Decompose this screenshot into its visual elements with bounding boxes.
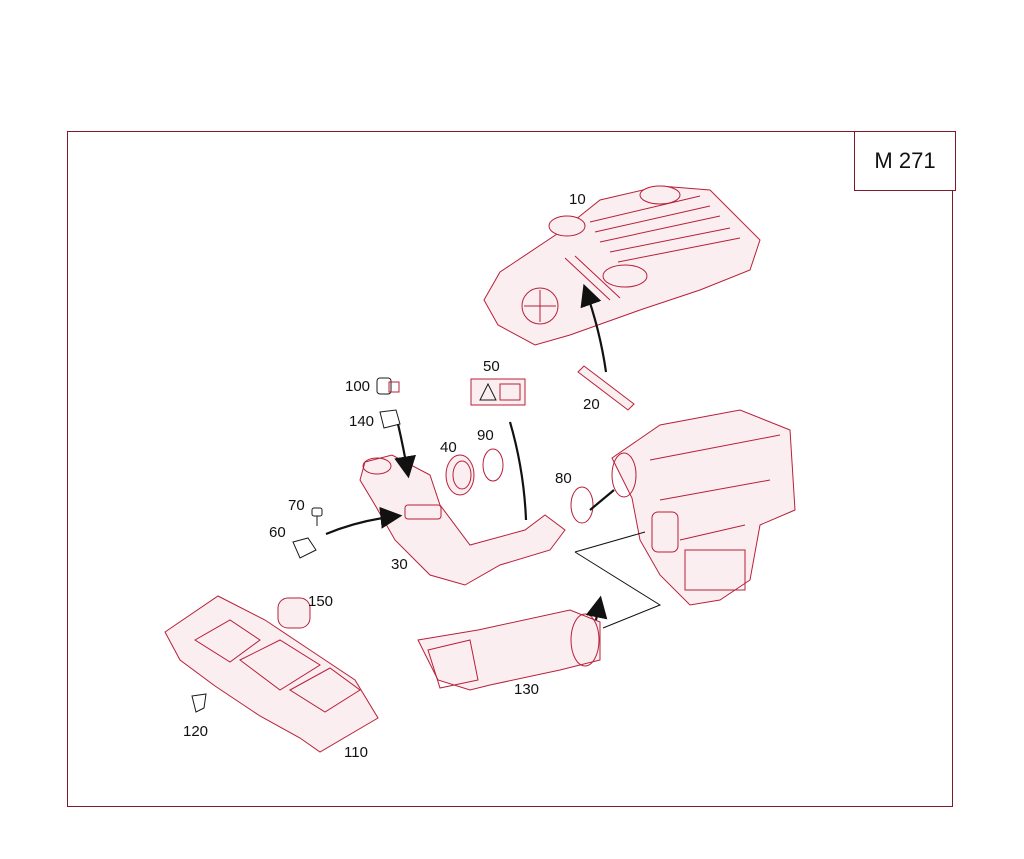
bolt-part-70 — [311, 507, 323, 526]
callout-90: 90 — [477, 427, 494, 444]
callout-100: 100 — [345, 378, 370, 395]
engine-cover-part-10 — [483, 185, 761, 346]
callout-110: 110 — [344, 744, 368, 761]
diagram-frame — [67, 131, 953, 807]
air-filter-housing — [611, 409, 796, 606]
callout-50: 50 — [483, 358, 500, 375]
warning-label-part-50 — [470, 378, 526, 406]
bracket-part-110 — [164, 595, 379, 753]
callout-80: 80 — [555, 470, 572, 487]
callout-30: 30 — [391, 556, 408, 573]
coupling-part-40 — [445, 454, 475, 496]
leader-lines — [325, 283, 662, 629]
intake-pipe-part-30 — [359, 454, 566, 586]
bracket-part-60 — [292, 537, 317, 559]
model-box: M 271 — [854, 131, 956, 191]
ring-part-80 — [570, 486, 594, 524]
clip-part-120 — [191, 693, 207, 713]
callout-20: 20 — [583, 396, 600, 413]
callout-150: 150 — [308, 593, 333, 610]
grommet-part-140 — [379, 409, 401, 429]
callout-60: 60 — [269, 524, 286, 541]
clamp-part-90 — [482, 448, 504, 482]
callout-70: 70 — [288, 497, 305, 514]
callout-40: 40 — [440, 439, 457, 456]
seal-part-150 — [277, 597, 311, 629]
callout-120: 120 — [183, 723, 208, 740]
model-label: M 271 — [874, 148, 936, 173]
strip-seal-part-20 — [577, 365, 635, 411]
callout-130: 130 — [514, 681, 539, 698]
callout-10: 10 — [569, 191, 586, 208]
callout-140: 140 — [349, 413, 374, 430]
sensor-part-100 — [376, 377, 400, 395]
callout-labels: 10 20 30 40 50 60 70 80 90 100 110 120 1… — [183, 191, 600, 761]
filter-element-part-130 — [417, 609, 601, 691]
